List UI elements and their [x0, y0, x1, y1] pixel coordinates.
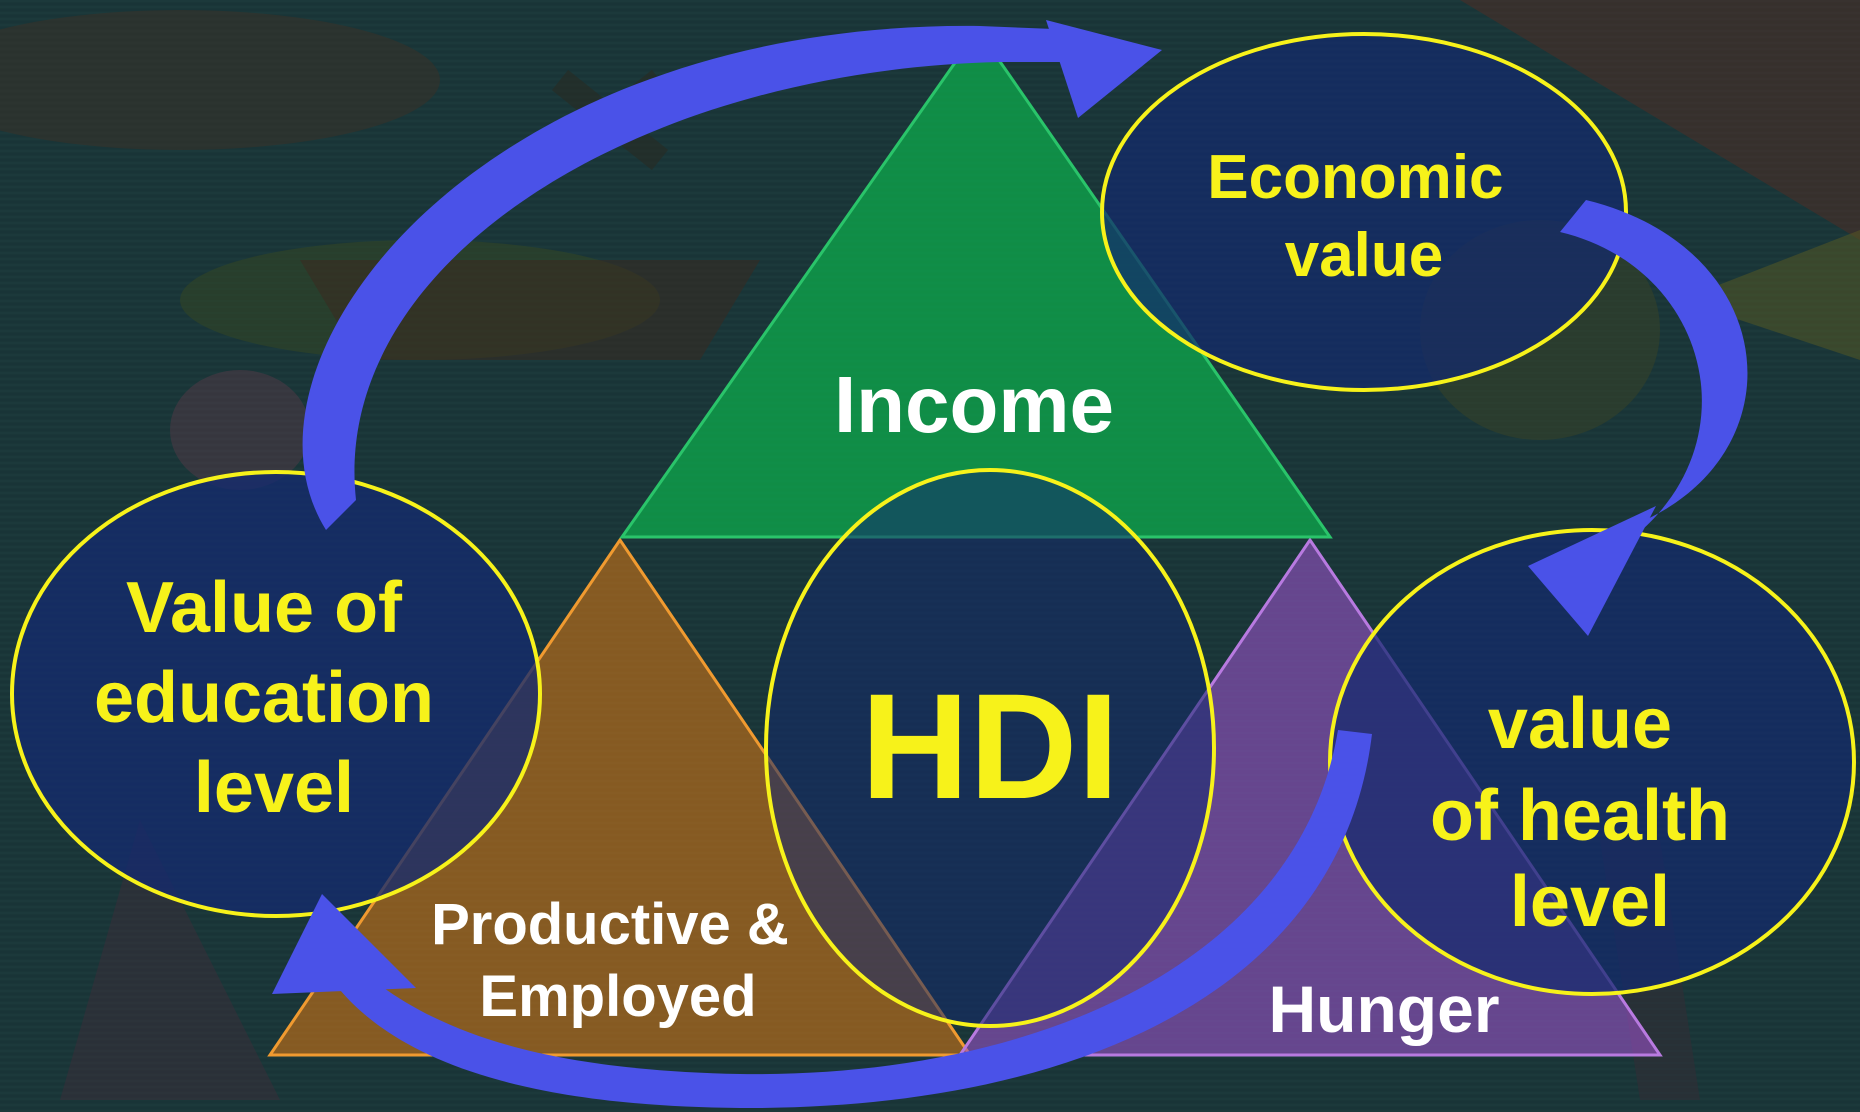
- health-line-3: level: [1510, 862, 1670, 942]
- economic-value-label: Economic value: [1207, 143, 1521, 290]
- arrow-health-to-education: [272, 730, 1372, 1109]
- health-line-2: of health: [1430, 776, 1730, 856]
- hdi-label: HDI: [861, 662, 1119, 830]
- education-value-oval: [10, 470, 542, 918]
- productive-label-line-2: Employed: [479, 964, 756, 1029]
- education-line-3: level: [194, 748, 354, 828]
- economic-line-1: Economic: [1207, 143, 1503, 212]
- economic-value-oval: [1100, 32, 1628, 392]
- health-value-oval: [1328, 528, 1856, 996]
- income-label: Income: [834, 360, 1114, 449]
- economic-line-2: value: [1285, 221, 1444, 290]
- arrow-education-to-economic: [302, 20, 1162, 530]
- productive-employed-label: Productive & Employed: [431, 892, 805, 1029]
- education-line-2: education: [94, 658, 434, 738]
- productive-label-line-1: Productive &: [431, 892, 789, 957]
- hdi-oval: [764, 468, 1216, 1028]
- health-line-1: value: [1488, 684, 1672, 764]
- education-value-label: Value of education level: [94, 568, 454, 828]
- hunger-label: Hunger: [1269, 972, 1500, 1046]
- health-value-label: value of health level: [1430, 684, 1750, 942]
- arrow-economic-to-health: [1528, 200, 1748, 636]
- education-line-1: Value of: [126, 568, 403, 648]
